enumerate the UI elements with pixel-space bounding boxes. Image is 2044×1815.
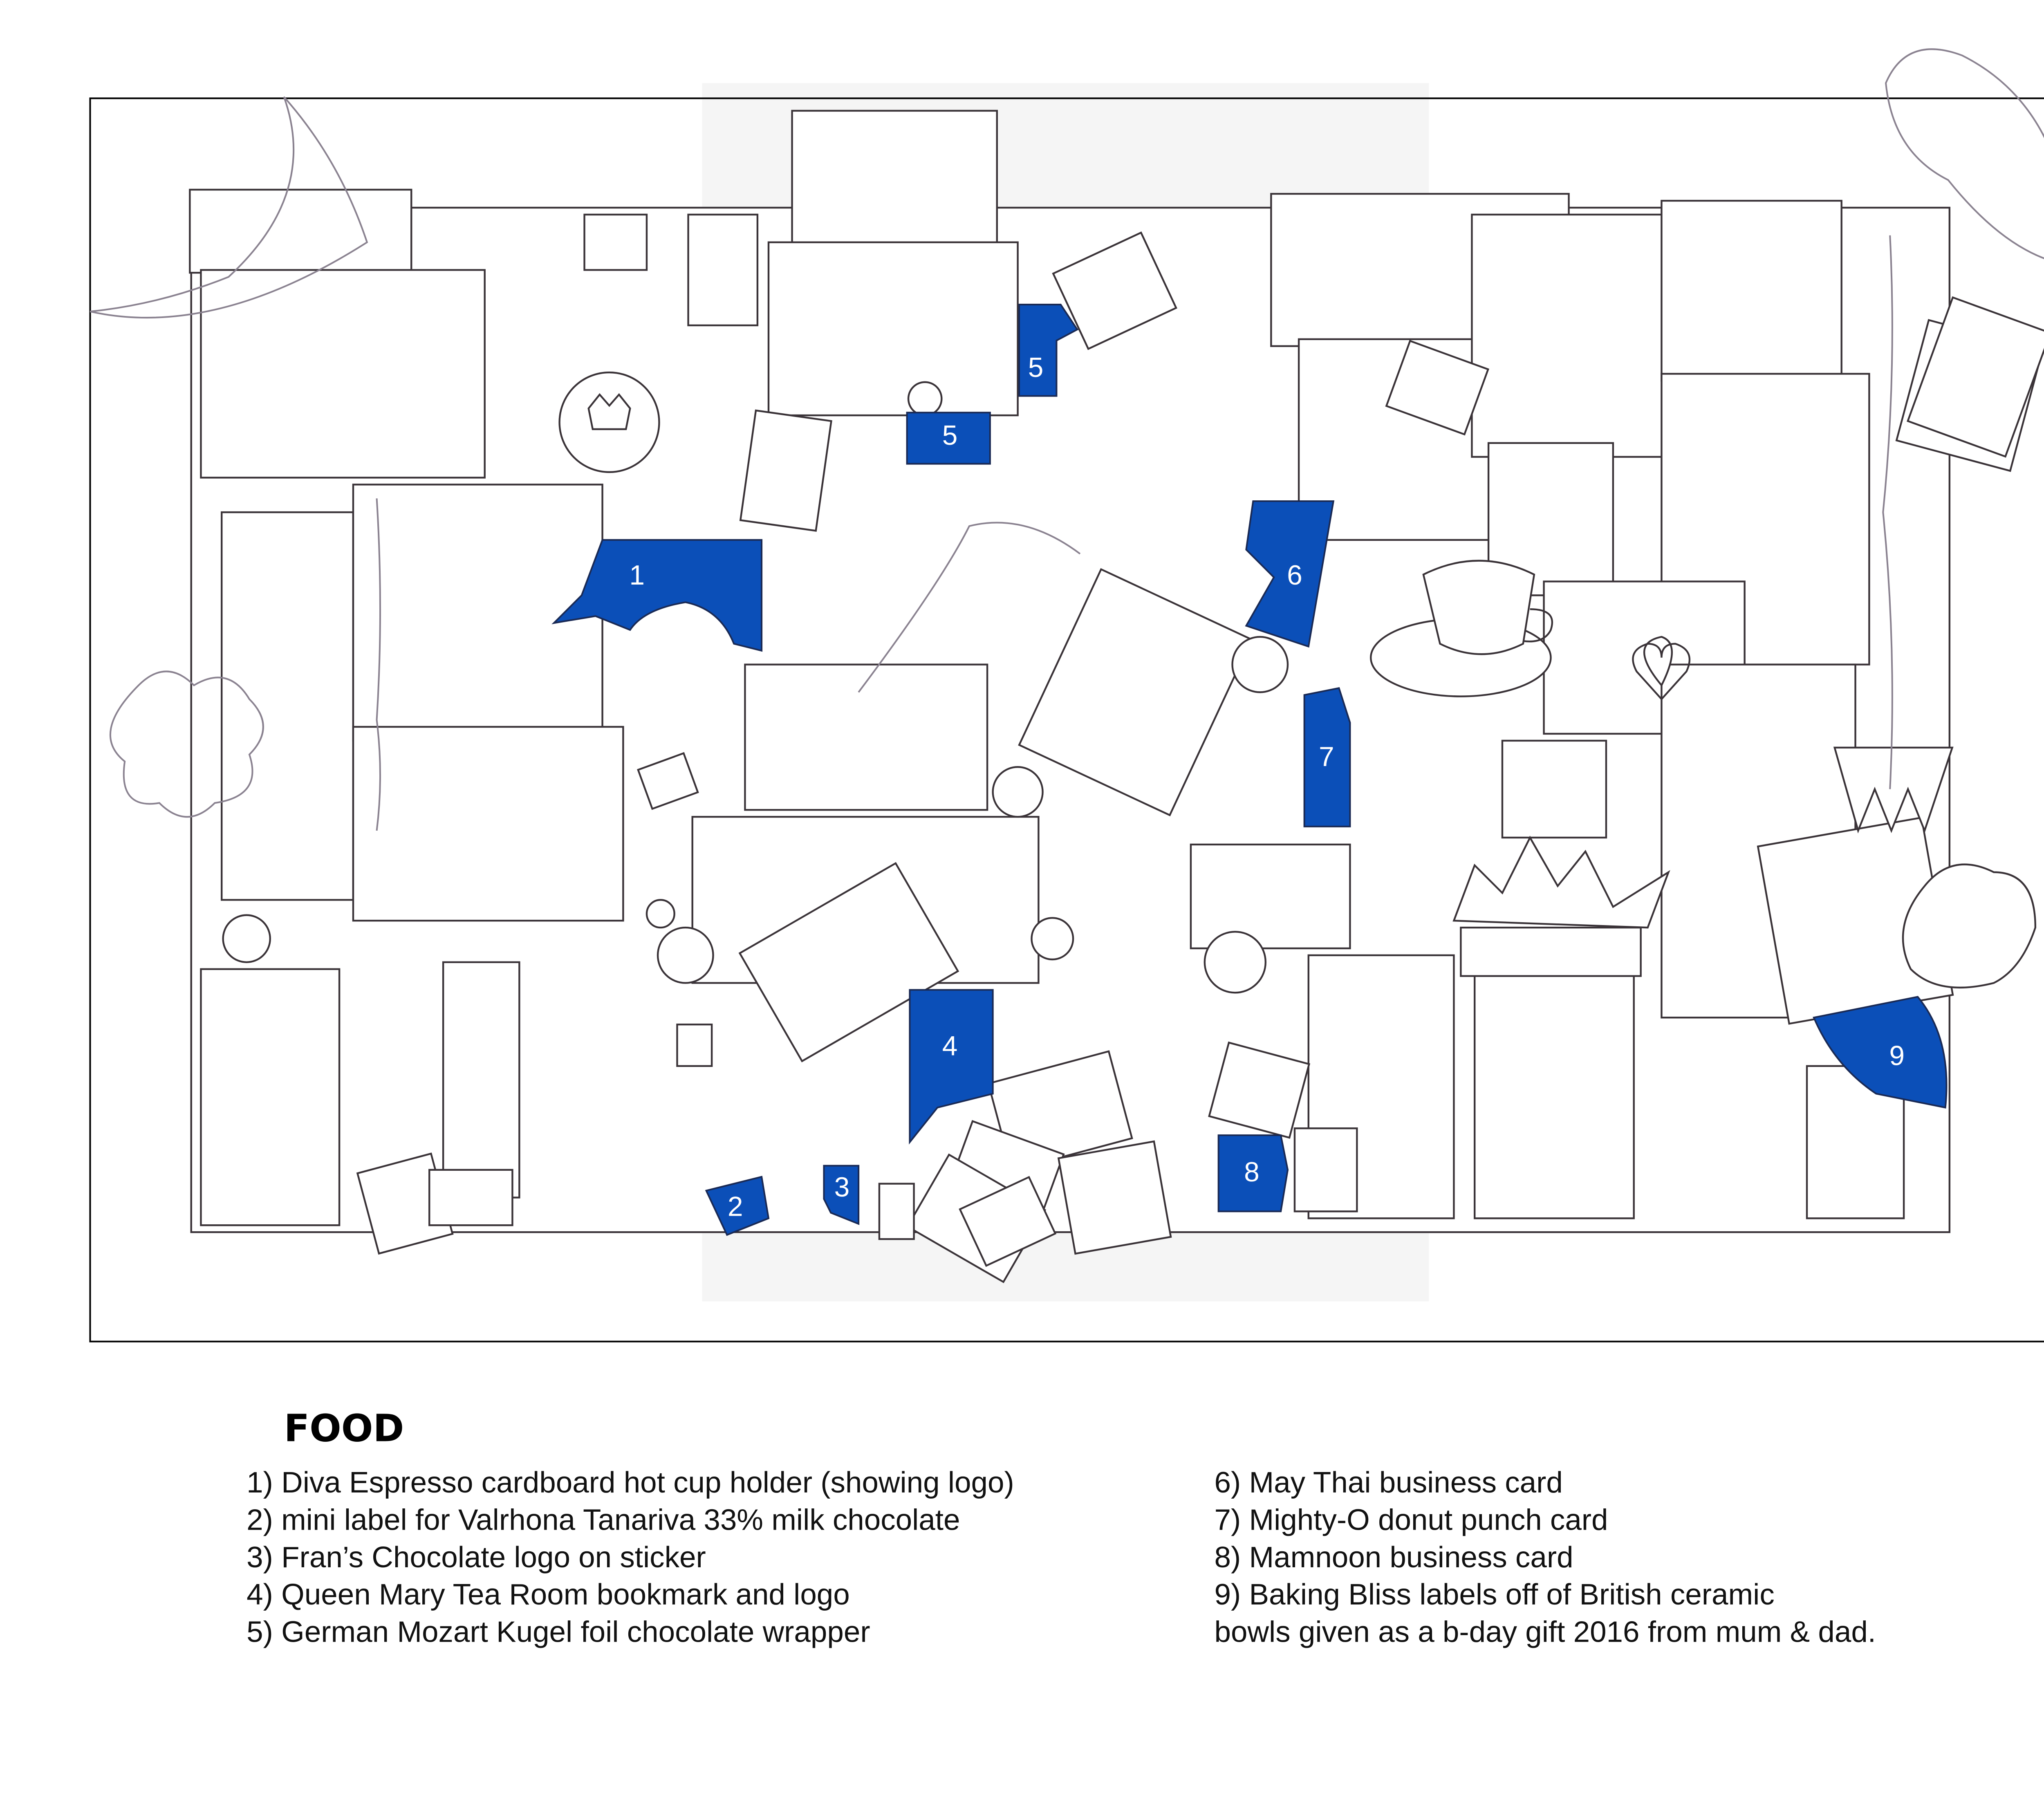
marker-6-label: 6 [1287, 560, 1302, 591]
legend-item: 2) mini label for Valrhona Tanariva 33% … [247, 1503, 960, 1536]
legend: FOOD 1) Diva Espresso cardboard hot cup … [247, 1407, 1876, 1649]
legend-item: 9) Baking Bliss labels off of British ce… [1215, 1578, 1775, 1611]
legend-item: 6) May Thai business card [1215, 1466, 1563, 1499]
highlight-3[interactable]: 3 [823, 1165, 860, 1225]
marker-5-label-top: 5 [1028, 352, 1044, 383]
highlight-5-wrapper-top[interactable]: 5 [1018, 304, 1079, 397]
marker-7-label: 7 [1319, 742, 1334, 772]
legend-item: 1) Diva Espresso cardboard hot cup holde… [247, 1466, 1014, 1499]
diagram-frame [89, 97, 2044, 1342]
marker-4-label: 4 [942, 1031, 958, 1062]
marker-3-label: 3 [834, 1172, 850, 1203]
highlight-7[interactable]: 7 [1303, 687, 1351, 827]
highlight-9[interactable]: 9 [1813, 996, 1948, 1109]
highlight-1[interactable]: 1 [551, 539, 763, 652]
legend-item: bowls given as a b-day gift 2016 from mu… [1215, 1616, 1876, 1649]
marker-8-label: 8 [1244, 1157, 1260, 1188]
collage-outline-drawing [90, 48, 2044, 1284]
marker-1-label: 1 [629, 560, 645, 591]
legend-item: 7) Mighty-O donut punch card [1215, 1503, 1608, 1536]
highlight-8[interactable]: 8 [1217, 1134, 1289, 1212]
legend-title: FOOD [284, 1407, 404, 1450]
legend-item: 5) German Mozart Kugel foil chocolate wr… [247, 1616, 870, 1649]
highlight-5-wrapper-bottom[interactable]: 5 [906, 412, 991, 465]
legend-item: 4) Queen Mary Tea Room bookmark and logo [247, 1578, 850, 1611]
highlight-2[interactable]: 2 [705, 1176, 770, 1236]
legend-item: 8) Mamnoon business card [1215, 1541, 1573, 1574]
highlight-6[interactable]: 6 [1245, 500, 1335, 648]
marker-2-label: 2 [728, 1192, 743, 1222]
marker-5-label-bottom: 5 [942, 420, 958, 451]
marker-9-label: 9 [1889, 1040, 1905, 1071]
highlight-4[interactable]: 4 [909, 989, 994, 1145]
legend-item: 3) Fran’s Chocolate logo on sticker [247, 1541, 706, 1574]
